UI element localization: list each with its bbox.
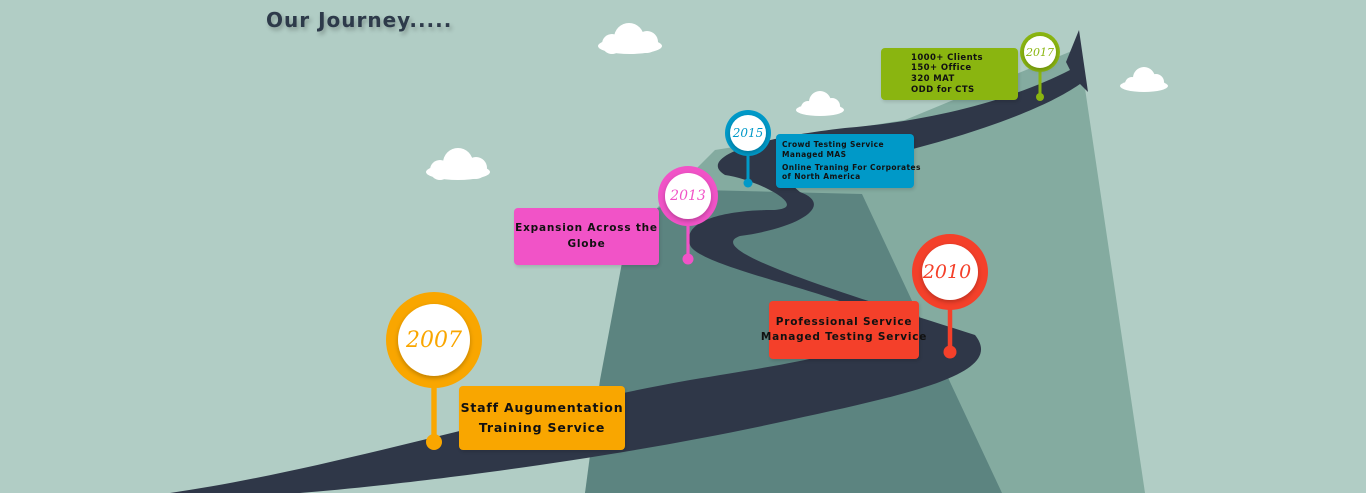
pin-face bbox=[730, 115, 766, 151]
year-label-2013: 2013 bbox=[670, 188, 706, 204]
cloud-4 bbox=[426, 148, 490, 180]
milestone-line: Globe bbox=[567, 237, 606, 250]
cloud-1 bbox=[598, 23, 662, 54]
cloud-3 bbox=[1120, 67, 1168, 92]
pin-face bbox=[665, 173, 711, 219]
pin-dot bbox=[426, 434, 442, 450]
milestone-line: 320 MAT bbox=[911, 74, 955, 84]
pin-dot bbox=[1036, 93, 1044, 101]
pin-dot bbox=[682, 253, 694, 265]
year-label-2010: 2010 bbox=[922, 261, 972, 283]
page-title: Our Journey..... bbox=[266, 8, 453, 32]
year-label-2007: 2007 bbox=[406, 327, 462, 353]
milestone-line: 1000+ Clients bbox=[911, 52, 983, 63]
milestone-line: Staff Augumentation bbox=[460, 400, 624, 416]
cloud-2 bbox=[796, 91, 844, 116]
year-label-2015: 2015 bbox=[732, 126, 764, 140]
milestone-line: ODD for CTS bbox=[911, 84, 975, 95]
milestone-pin-2013 bbox=[658, 166, 718, 265]
pin-face bbox=[398, 304, 470, 376]
milestone-line: Managed MAS bbox=[782, 149, 847, 159]
milestone-pin-2007 bbox=[386, 292, 482, 450]
milestone-line: Training Service bbox=[478, 420, 606, 435]
milestone-line: Online Traning For Corporates bbox=[782, 163, 921, 172]
milestone-line: Professional Service bbox=[775, 315, 913, 328]
milestone-line: Expansion Across the bbox=[515, 222, 658, 235]
milestone-pin-2017 bbox=[1020, 32, 1060, 101]
pin-face bbox=[1024, 36, 1056, 68]
pin-dot bbox=[743, 178, 753, 188]
milestone-pin-2010 bbox=[912, 234, 988, 359]
milestone-line: 150+ Office bbox=[911, 63, 972, 74]
milestone-line: of North America bbox=[782, 172, 861, 182]
milestone-line: Crowd Testing Service bbox=[782, 140, 884, 150]
pin-face bbox=[922, 244, 978, 300]
year-label-2017: 2017 bbox=[1026, 45, 1054, 59]
milestone-pin-2015 bbox=[725, 110, 771, 188]
milestone-line: Managed Testing Service bbox=[760, 331, 928, 343]
pin-dot bbox=[943, 345, 957, 359]
